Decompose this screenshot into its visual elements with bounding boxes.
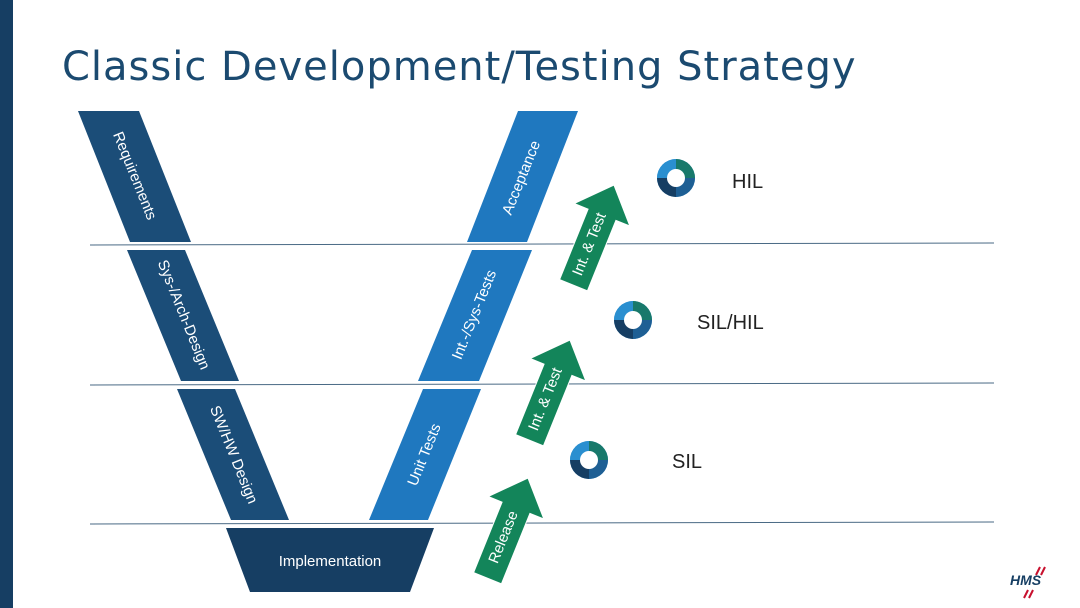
v-left-sys-arch-design bbox=[127, 250, 239, 381]
cycle-label-sil-hil: SIL/HIL bbox=[697, 312, 764, 334]
cycle-label-hil: HIL bbox=[732, 171, 763, 193]
cycle-label-sil: SIL bbox=[672, 451, 702, 473]
cycle-icon bbox=[614, 301, 652, 339]
arrow-int-test-lower: Int. & Test bbox=[514, 339, 587, 447]
v-bottom-implementation bbox=[226, 528, 434, 592]
hms-logo-text: HMS bbox=[1010, 572, 1042, 588]
v-right-acceptance bbox=[467, 111, 578, 242]
slide-title: Classic Development/Testing Strategy bbox=[62, 44, 857, 90]
divider-line bbox=[89, 242, 995, 246]
left-accent-bar bbox=[0, 0, 13, 608]
v-right-int-sys-tests bbox=[418, 250, 532, 381]
v-right-unit-tests bbox=[369, 389, 481, 520]
cycle-icon bbox=[570, 441, 608, 479]
v-left-requirements bbox=[78, 111, 191, 242]
v-left-sw-hw-design bbox=[177, 389, 289, 520]
label-implementation: Implementation bbox=[279, 553, 382, 570]
divider-line bbox=[89, 521, 995, 525]
arrow-release: Release bbox=[472, 477, 545, 585]
arrow-int-test-upper: Int. & Test bbox=[558, 184, 631, 292]
cycle-icon bbox=[657, 159, 695, 197]
hms-logo-icon bbox=[1008, 566, 1066, 600]
